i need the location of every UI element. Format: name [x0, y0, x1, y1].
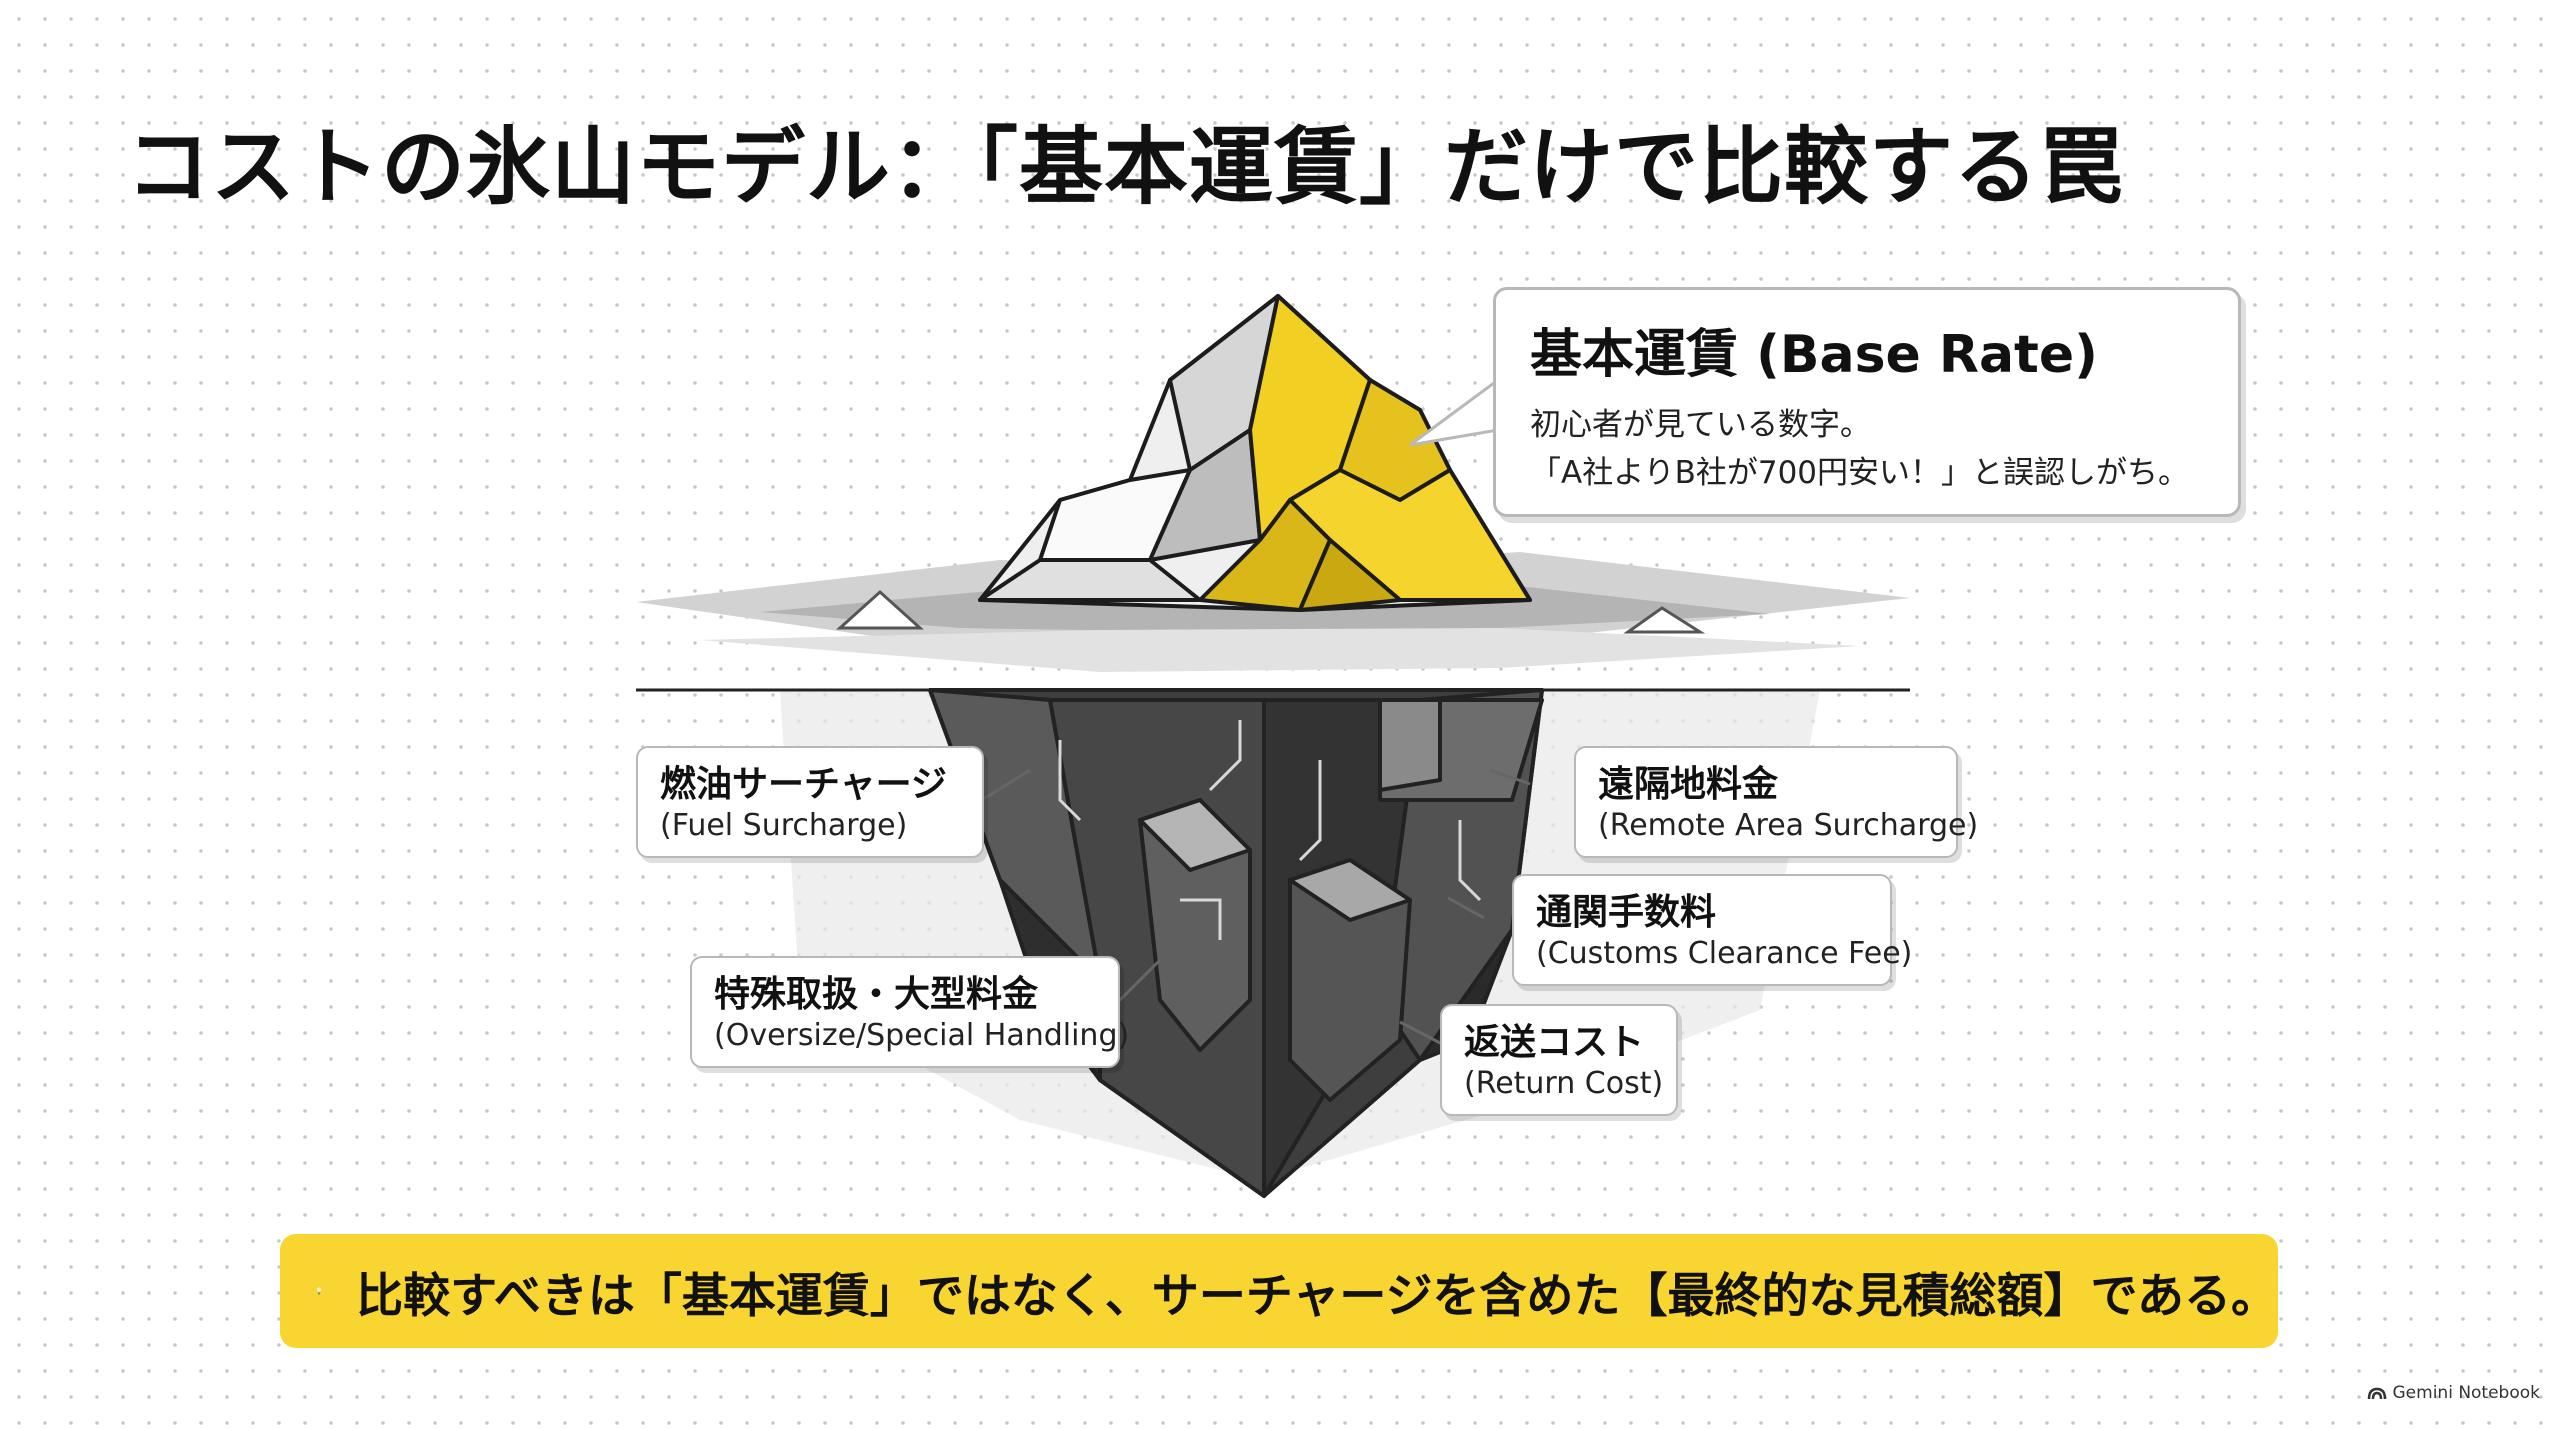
remote-area-label: 遠隔地料金 [1598, 764, 1779, 805]
lightbulb-icon [316, 1287, 322, 1295]
return-cost-callout: 返送コスト (Return Cost) [1440, 1004, 1678, 1116]
fuel-surcharge-label-en: (Fuel Surcharge) [660, 808, 908, 843]
remote-area-label-en: (Remote Area Surcharge) [1598, 808, 1979, 843]
oversize-handling-label: 特殊取扱・大型料金 [714, 974, 1039, 1015]
base-rate-heading: 基本運賃 (Base Rate) [1530, 325, 2098, 385]
conclusion-text: 比較すべきは「基本運賃」ではなく、サーチャージを含めた【最終的な見積総額】である… [356, 1268, 2278, 1324]
base-rate-line-1: 初心者が見ている数字。 [1530, 407, 1871, 443]
gemini-logo-icon [2367, 1387, 2386, 1400]
base-rate-line-2: 「A社よりB社が700円安い！」と誤認しがち。 [1530, 455, 2190, 492]
oversize-handling-callout: 特殊取扱・大型料金 (Oversize/Special Handling) [690, 956, 1130, 1068]
fuel-surcharge-callout: 燃油サーチャージ (Fuel Surcharge) [636, 746, 984, 858]
conclusion-banner: 比較すべきは「基本運賃」ではなく、サーチャージを含めた【最終的な見積総額】である… [280, 1234, 2278, 1348]
page-title: コストの氷山モデル：「基本運賃」だけで比較する罠 [126, 118, 2125, 216]
return-cost-label-en: (Return Cost) [1464, 1066, 1664, 1101]
brand-label: Gemini Notebook [2392, 1383, 2541, 1403]
customs-fee-callout: 通関手数料 (Customs Clearance Fee) [1512, 874, 1913, 986]
iceberg-tip [978, 294, 1532, 612]
remote-area-callout: 遠隔地料金 (Remote Area Surcharge) [1574, 746, 1979, 858]
customs-fee-label: 通関手数料 [1536, 892, 1717, 933]
brand-watermark: Gemini Notebook [2367, 1383, 2541, 1403]
iceberg-crack-lines [1058, 720, 1482, 940]
base-rate-callout: 基本運賃 (Base Rate) 初心者が見ている数字。 「A社よりB社が700… [1493, 287, 2241, 517]
base-rate-description: 初心者が見ている数字。 「A社よりB社が700円安い！」と誤認しがち。 [1530, 401, 2204, 497]
customs-fee-label-en: (Customs Clearance Fee) [1536, 936, 1913, 971]
return-cost-label: 返送コスト [1464, 1022, 1645, 1063]
fuel-surcharge-label: 燃油サーチャージ [660, 764, 947, 805]
oversize-handling-label-en: (Oversize/Special Handling) [714, 1018, 1130, 1053]
